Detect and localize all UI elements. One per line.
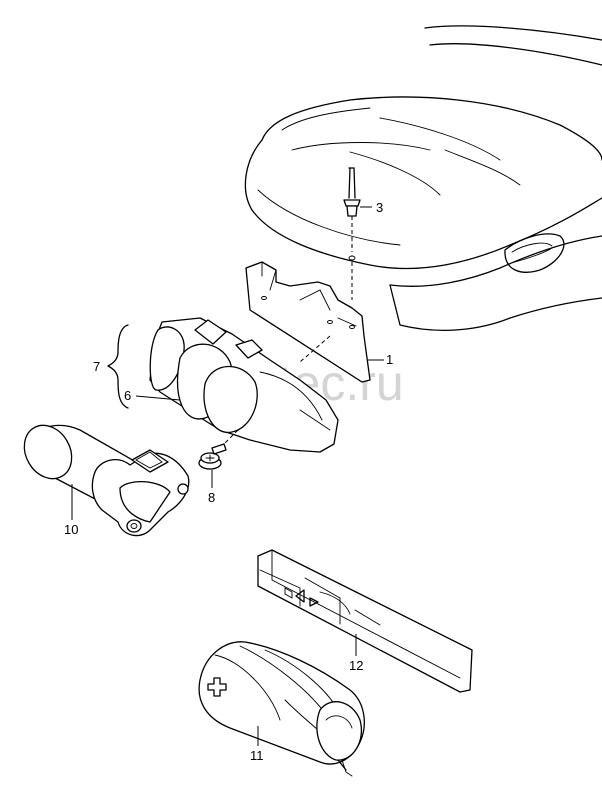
callout-7: 7 bbox=[93, 359, 100, 374]
bracket-part-1 bbox=[245, 261, 384, 383]
callout-3: 3 bbox=[376, 200, 383, 215]
fire-extinguisher-part-10 bbox=[23, 424, 190, 537]
screw-part-8 bbox=[198, 443, 227, 488]
first-aid-kit-part-11 bbox=[198, 641, 365, 777]
callout-12: 12 bbox=[349, 658, 363, 673]
callout-8: 8 bbox=[208, 490, 215, 505]
holder-part-6 bbox=[135, 317, 339, 453]
rivet-part-3 bbox=[343, 167, 372, 252]
seat-cushion bbox=[244, 25, 602, 331]
warning-triangle-part-12 bbox=[257, 549, 473, 693]
callout-10: 10 bbox=[64, 522, 78, 537]
callout-1: 1 bbox=[386, 352, 393, 367]
callout-6: 6 bbox=[124, 388, 131, 403]
brace-part-7 bbox=[107, 324, 129, 409]
callout-11: 11 bbox=[250, 748, 264, 763]
